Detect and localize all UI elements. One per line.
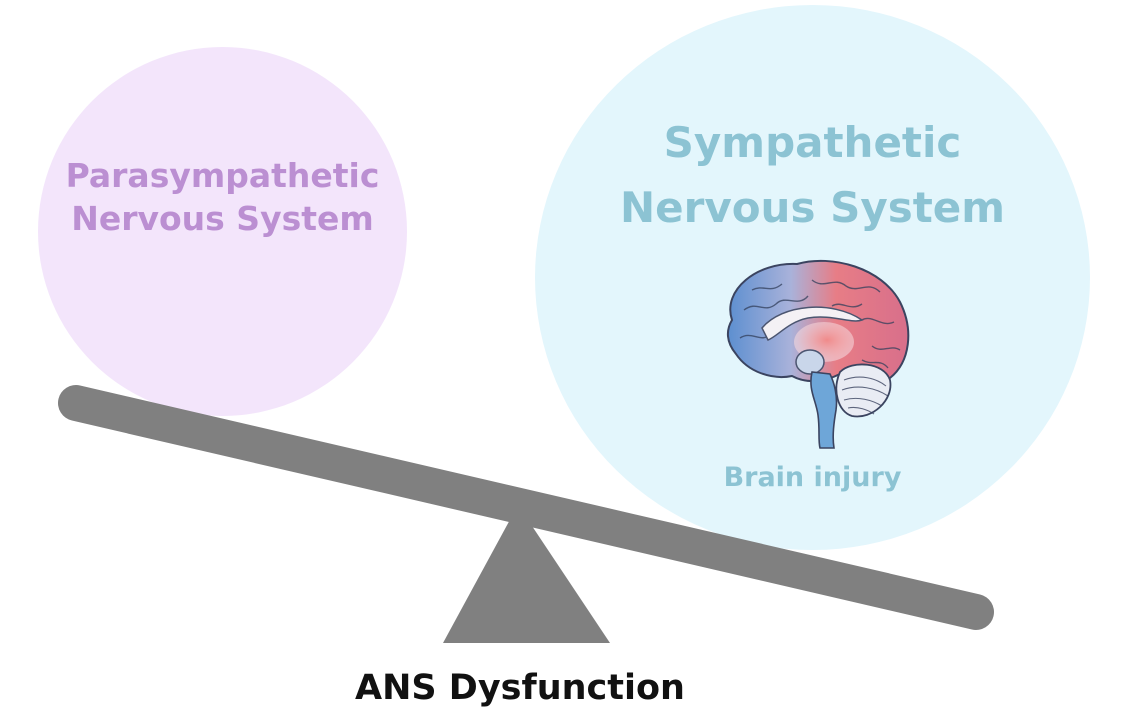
parasympathetic-label-line2: Nervous System bbox=[71, 198, 374, 238]
brain-stem bbox=[810, 371, 838, 449]
brain-gyri bbox=[739, 279, 901, 369]
brain-icon bbox=[726, 259, 910, 449]
sympathetic-label: Sympathetic Nervous System bbox=[590, 110, 1035, 240]
sympathetic-label-line2: Nervous System bbox=[619, 183, 1006, 233]
parasympathetic-circle bbox=[38, 47, 407, 416]
brain-core bbox=[761, 306, 864, 341]
parasympathetic-label: Parasympathetic Nervous System bbox=[48, 155, 397, 241]
seesaw-fulcrum bbox=[443, 505, 610, 643]
brain-injury-caption: Brain injury bbox=[723, 462, 902, 493]
parasympathetic-label-line1: Parasympathetic bbox=[65, 156, 380, 195]
diagram-title: ANS Dysfunction bbox=[355, 668, 685, 708]
sympathetic-label-line1: Sympathetic bbox=[663, 118, 962, 167]
